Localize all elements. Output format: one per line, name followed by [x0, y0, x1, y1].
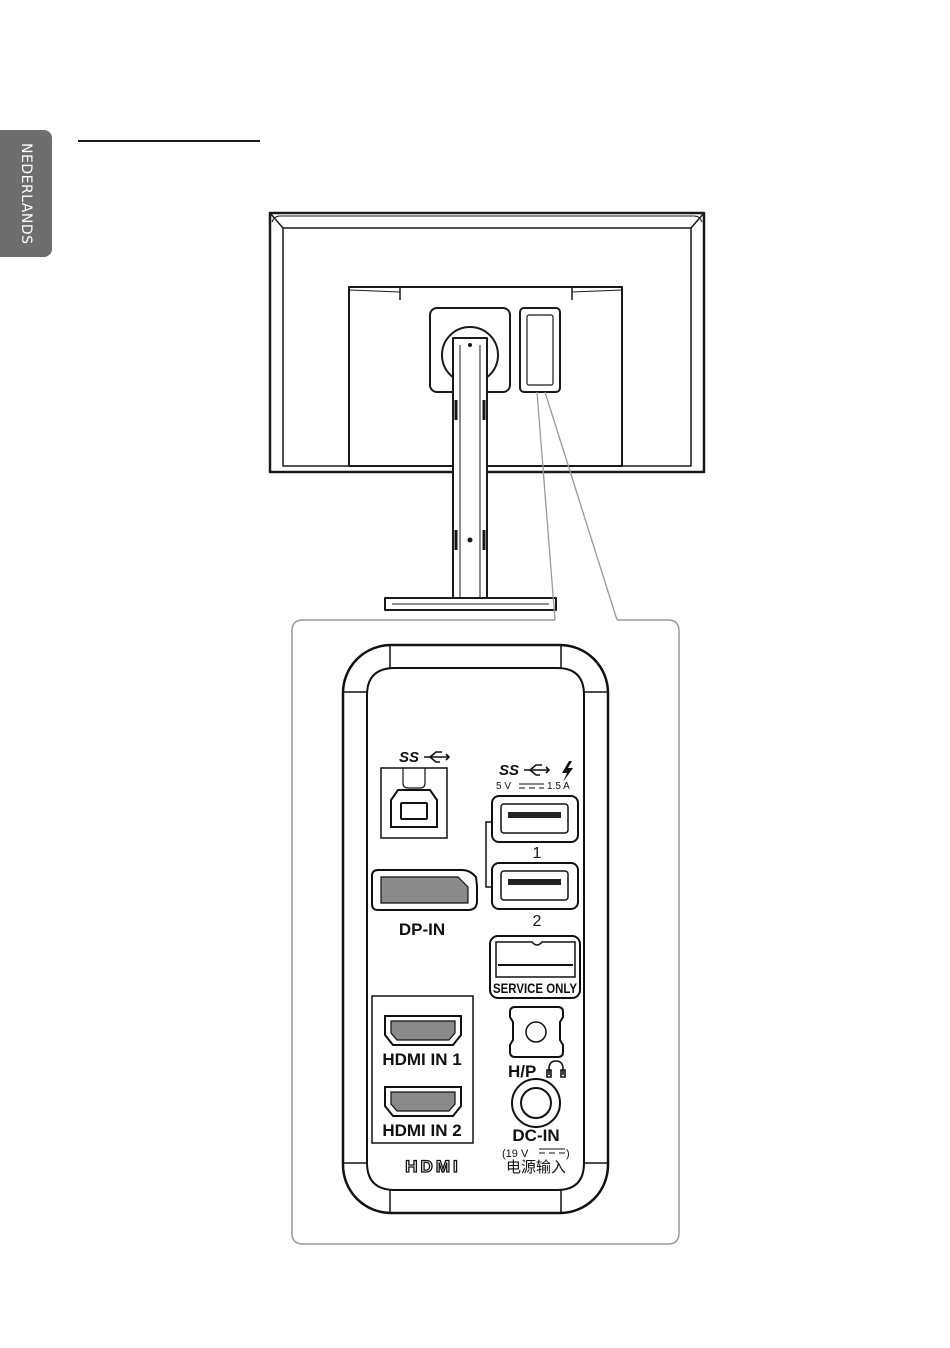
headphone-port: H/P	[508, 1007, 565, 1081]
usb-voltage: 5 V	[496, 781, 511, 792]
headphone-icon	[547, 1061, 565, 1077]
dc-in-dc-symbol	[539, 1149, 565, 1153]
usb-downstream-ports: SS 5 V 1.5 A 1 2	[486, 761, 578, 930]
callout-frame	[292, 620, 679, 1244]
superspeed-usb-icon	[424, 752, 449, 762]
dc-in-jack	[512, 1079, 560, 1127]
hdmi-logo: HDMI	[405, 1157, 460, 1176]
service-port: SERVICE ONLY	[490, 936, 580, 998]
rear-port-cover	[520, 308, 560, 392]
superspeed-usb-icon-2	[524, 765, 549, 775]
hdmi-port-2-label: HDMI IN 2	[382, 1121, 461, 1140]
direct-current-icon	[519, 784, 544, 788]
service-port-label: SERVICE ONLY	[493, 980, 578, 996]
headphone-label: H/P	[508, 1062, 536, 1081]
dc-in-label: DC-IN	[512, 1126, 559, 1145]
usb-current: 1.5 A	[547, 781, 570, 792]
displayport-port: DP-IN	[372, 870, 477, 939]
monitor-rear-view	[270, 213, 704, 610]
stand-neck	[453, 338, 487, 598]
usb-downstream-ss-logo: SS	[499, 762, 519, 779]
displayport-label: DP-IN	[399, 920, 445, 939]
usb-upstream-ss-logo: SS	[399, 749, 419, 766]
usb-port-2	[492, 863, 578, 909]
hdmi-ports: HDMI IN 1 HDMI IN 2	[372, 996, 473, 1143]
usb-port-1-label: 1	[533, 845, 542, 862]
usb-upstream-port: SS	[381, 749, 449, 838]
dc-in-chinese-label: 电源输入	[506, 1159, 566, 1176]
hdmi-port-1-label: HDMI IN 1	[382, 1050, 461, 1069]
dc-in-rating-close: )	[566, 1148, 570, 1160]
callout-lines	[537, 392, 617, 620]
headphone-jack-housing	[510, 1007, 563, 1057]
usb-port-1	[492, 796, 578, 842]
usb-port-2-label: 2	[533, 913, 542, 930]
dc-in-port: DC-IN (19 V ) 电源输入	[502, 1079, 570, 1176]
lightning-bolt-icon	[562, 761, 573, 782]
